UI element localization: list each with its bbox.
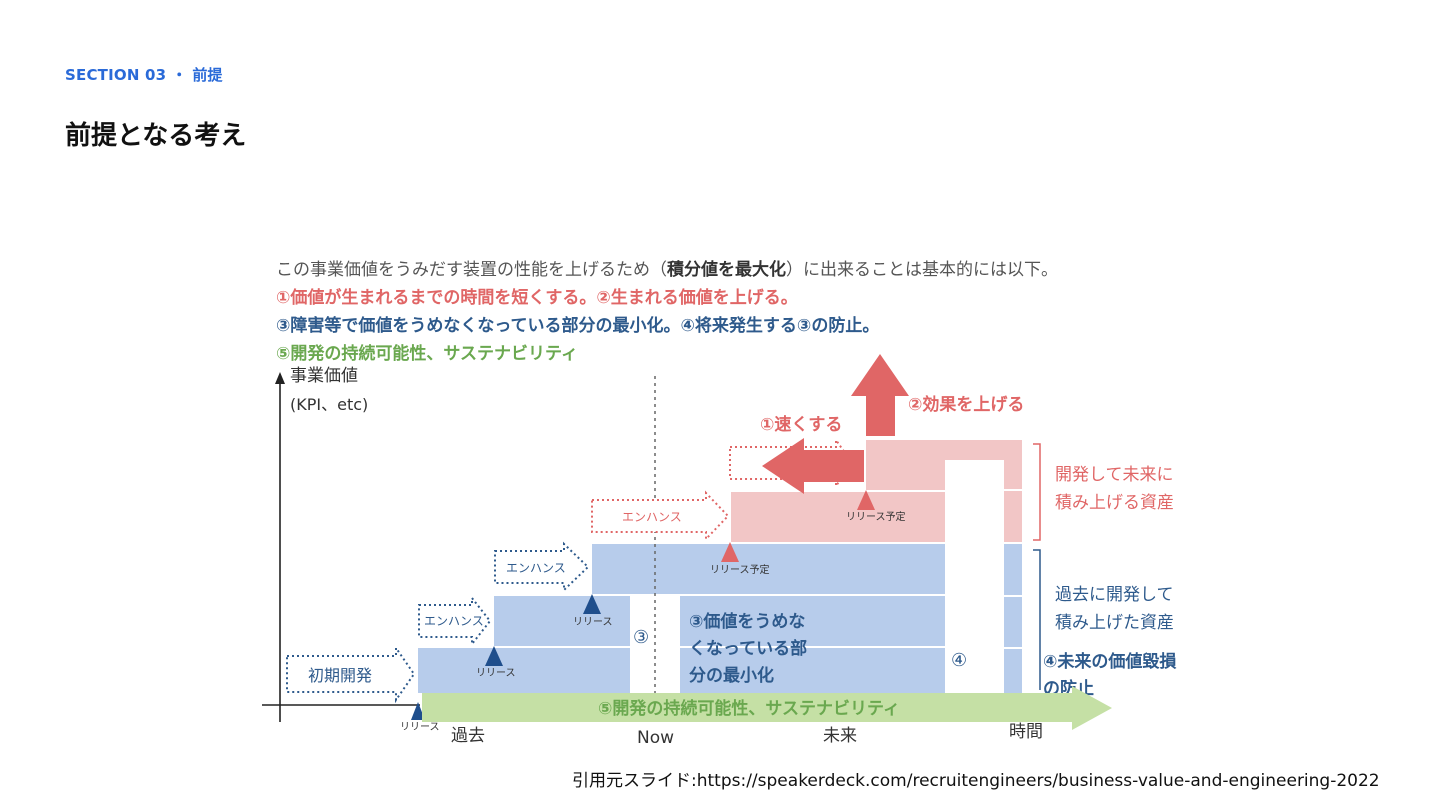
raise-effect-label: ②効果を上げる [908,394,1024,415]
intro-line-1-after: ）に出来ることは基本的には以下。 [786,260,1058,280]
release-planned-label-1: リリース予定 [710,563,770,576]
release-label-2: リリース [573,617,613,628]
future-assets-bracket [1033,443,1041,541]
x-tick-future: 未来 [823,726,857,746]
release-planned-marker-2 [857,490,875,510]
past-block-2b [680,596,945,646]
past-block-1b [680,648,945,693]
enhance-arrow-1 [418,595,492,647]
release-marker-1 [485,646,503,666]
x-tick-past: 過去 [451,726,485,746]
future-assets-line-1: 開発して未来に [1055,465,1174,485]
enhance-arrow-3 [591,490,730,542]
gap-marker-3: ③ [633,627,649,648]
enhance-arrow-2 [494,541,590,593]
intro-line-1-before: この事業価値をうみだす装置の性能を上げるため（ [276,260,667,280]
sustainability-arrow [422,686,1112,730]
past-block-3 [592,544,945,594]
future-block-1 [731,492,945,542]
past-right-column [1004,544,1022,693]
intro-line-2: ①価値が生まれるまでの時間を短くする。②生まれる価値を上げる。 [276,288,798,308]
sustainability-label: ⑤開発の持続可能性、サステナビリティ [598,698,900,719]
release-label-0: リリース [400,722,440,733]
release-marker-0 [411,702,425,720]
gap-marker-4: ④ [951,650,967,671]
past-assets-line-1: 過去に開発して [1055,585,1174,605]
future-assets-line-2: 積み上げる資産 [1055,493,1174,513]
y-axis-sublabel: (KPI、etc) [290,395,368,414]
release-planned-marker-1 [721,542,739,562]
enhance-label-1: エンハンス [424,614,484,628]
past-assets-line-2: 積み上げた資産 [1055,613,1174,633]
y-axis-arrowhead [275,372,285,384]
minimize-line-1: ③価値をうめな [689,611,805,632]
future-block-2-left [866,440,945,490]
raise-effect-arrow [851,354,909,436]
speed-up-label: ①速くする [760,414,842,435]
speed-up-arrow [762,438,864,494]
release-planned-label-2: リリース予定 [846,510,906,523]
page-title: 前提となる考え [65,121,247,151]
release-marker-2 [583,594,601,614]
past-assets-bracket [1033,549,1041,690]
initial-dev-label: 初期開発 [308,666,372,685]
enhance-label-2: エンハンス [506,561,566,575]
release-label-1: リリース [476,668,516,679]
x-tick-time: 時間 [1009,722,1043,742]
citation: 引用元スライド:https://speakerdeck.com/recruite… [572,771,1380,791]
past-block-1 [418,648,630,693]
initial-dev-arrow [286,644,416,704]
minimize-line-2: くなっている部 [689,638,807,659]
y-axis-label: 事業価値 [290,366,358,386]
x-tick-now: Now [637,728,674,748]
enhance-label-3: エンハンス [622,510,682,524]
intro-line-1-bold: 積分値を最大化 [667,260,786,280]
past-block-2 [494,596,630,646]
section-label: SECTION 03 ・ 前提 [65,66,223,84]
intro-line-1: この事業価値をうみだす装置の性能を上げるため（積分値を最大化）に出来ることは基本… [276,255,1058,280]
intro-line-3: ③障害等で価値をうめなくなっている部分の最小化。④将来発生する③の防止。 [276,316,880,336]
prevent-line-1: ④未来の価値毀損 [1043,651,1177,672]
minimize-line-3: 分の最小化 [689,665,774,686]
intro-line-4: ⑤開発の持続可能性、サステナビリティ [276,344,579,364]
